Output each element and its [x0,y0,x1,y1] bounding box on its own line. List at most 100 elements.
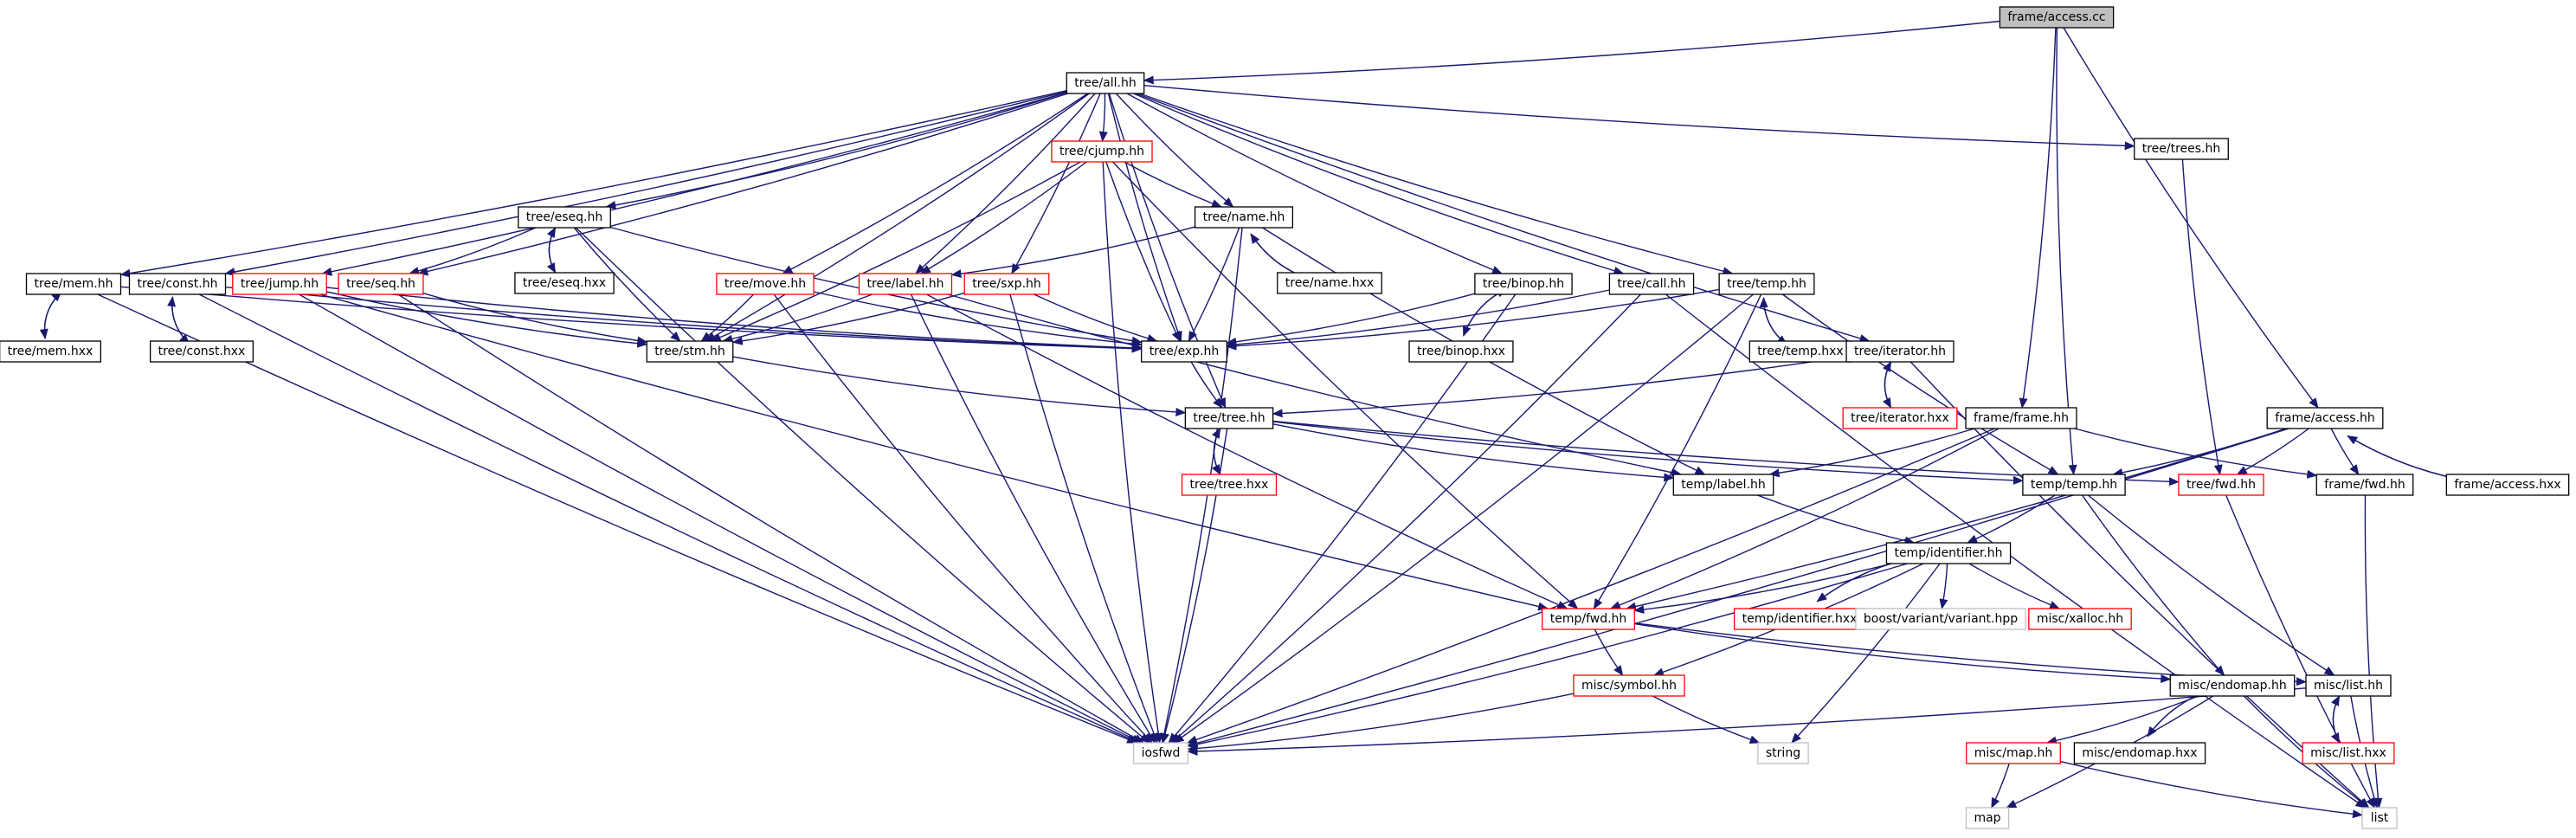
node-eseq-hxx[interactable]: tree/eseq.hxx [514,272,615,294]
node-label: misc/list.hxx [2310,746,2386,760]
edge-ttemp-hh-to-ttemp-hxx [1762,297,1788,345]
node-list-hh[interactable]: misc/list.hh [2305,674,2392,697]
edge-list-hh-to-iosfwd [1187,687,2307,756]
node-list[interactable]: list [2361,807,2398,829]
node-list-hxx[interactable]: misc/list.hxx [2302,742,2395,764]
edge-binop-hxx-to-binop-hh [1463,288,1508,337]
node-box [1999,6,2115,29]
node-label: tree/exp.hh [1150,345,1220,358]
node-variant-hpp[interactable]: boost/variant/variant.hpp [1855,608,2026,630]
node-seq-hh[interactable]: tree/seq.hh [338,273,424,295]
node-box [1194,206,1294,229]
edge-all-hh-to-mem-hh [119,90,1067,278]
node-identifier-hh[interactable]: temp/identifier.hh [1885,542,2012,564]
edge-binop-hh-to-binop-hxx [1462,288,1507,337]
edge-move-hh-to-stm-hh [700,293,755,342]
node-binop-hxx[interactable]: tree/binop.hxx [1408,340,1514,363]
node-label: frame/access.hh [2275,411,2375,425]
node-label: tree/cjump.hh [1059,145,1144,158]
node-box [1408,340,1514,363]
node-label: tree/label.hh [867,277,944,291]
node-label: tree/tree.hxx [1190,478,1269,492]
node-access-hh[interactable]: frame/access.hh [2266,407,2384,429]
node-label: frame/access.hxx [2454,478,2560,492]
node-label: tree/temp.hxx [1757,345,1843,358]
edge-call-hh-to-exp-hh [1226,289,1610,349]
node-name-hh[interactable]: tree/name.hh [1194,206,1294,229]
node-tempfwd-hh[interactable]: temp/fwd.hh [1542,608,1635,630]
node-box [2022,474,2126,496]
node-xalloc-hh[interactable]: misc/xalloc.hh [2028,608,2132,630]
node-mem-hh[interactable]: tree/mem.hh [25,273,122,295]
node-label-hh[interactable]: tree/label.hh [858,273,953,295]
node-const-hh[interactable]: tree/const.hh [128,273,227,295]
edge-access-hh-to-treefwd-hh [2236,428,2309,475]
node-box [518,206,611,229]
edge-access-hh-to-iosfwd [1187,428,2289,748]
edge-mem-hxx-to-mem-hh [43,291,62,339]
node-trees-hh[interactable]: tree/trees.hh [2134,138,2229,160]
edge-const-hxx-to-const-hh [167,296,190,345]
node-tree-hh[interactable]: tree/tree.hh [1184,407,1274,429]
node-map-hh[interactable]: misc/map.hh [1966,742,2061,764]
edge-frame-hh-to-iosfwd [1186,428,1995,745]
node-framefwd-hh[interactable]: frame/fwd.hh [2315,474,2414,496]
node-ttemp-hh[interactable]: tree/temp.hh [1718,273,1815,295]
node-access-cc[interactable]: frame/access.cc [1999,6,2115,29]
node-endomap-hh[interactable]: misc/endomap.hh [2169,674,2296,697]
edge-exp-hh-to-tree-hh [1190,361,1223,409]
node-label: tree/const.hh [138,277,218,291]
edge-frame-hh-to-tempfwd-hh [1609,428,2000,609]
edge-temp-hh-to-identifier-hh [1967,494,2056,544]
node-label: tree/eseq.hh [526,210,602,224]
node-box [1718,273,1815,295]
node-iosfwd[interactable]: iosfwd [1132,742,1189,764]
node-all-hh[interactable]: tree/all.hh [1066,72,1145,94]
node-endomap-hxx[interactable]: misc/endomap.hxx [2073,742,2206,764]
node-stm-hh[interactable]: tree/stm.hh [646,340,734,363]
edge-all-hh-to-eseq-hh [605,92,1067,210]
node-frame-hh[interactable]: frame/frame.hh [1965,407,2077,429]
node-symbol-hh[interactable]: misc/symbol.hh [1573,674,1685,697]
node-label: tree/all.hh [1074,76,1136,90]
node-label: temp/temp.hh [2031,478,2117,492]
node-access-hxx[interactable]: frame/access.hxx [2445,474,2570,496]
node-box [2178,474,2264,496]
node-mem-hxx[interactable]: tree/mem.hxx [0,340,101,363]
node-map[interactable]: map [1965,807,2010,829]
node-tree-hxx[interactable]: tree/tree.hxx [1181,474,1278,496]
node-cjump-hh[interactable]: tree/cjump.hh [1051,140,1153,163]
node-jump-hh[interactable]: tree/jump.hh [232,273,327,295]
node-box [514,272,615,294]
node-call-hh[interactable]: tree/call.hh [1608,273,1695,295]
node-move-hh[interactable]: tree/move.hh [716,273,815,295]
node-box [1842,407,1958,429]
node-temp-hh[interactable]: temp/temp.hh [2022,474,2126,496]
node-iterator-hh[interactable]: tree/iterator.hh [1845,340,1955,363]
node-label: misc/endomap.hh [2178,679,2286,693]
node-iterator-hxx[interactable]: tree/iterator.hxx [1842,407,1958,429]
node-box [1733,608,1866,630]
node-string[interactable]: string [1757,742,1809,764]
node-ttemp-hxx[interactable]: tree/temp.hxx [1748,340,1852,363]
edge-sxp-hh-to-stm-hh [731,292,965,345]
node-const-hxx[interactable]: tree/const.hxx [149,340,254,363]
node-eseq-hh[interactable]: tree/eseq.hh [518,206,611,229]
edge-eseq-hxx-to-eseq-hh [546,227,557,274]
edge-treefwd-hh-to-list [2225,494,2375,809]
node-label: tree/binop.hh [1483,277,1564,291]
node-label: temp/label.hh [1681,478,1765,492]
node-identifier-hxx[interactable]: temp/identifier.hxx [1733,608,1866,630]
edge-access-cc-to-all-hh [1143,20,2000,85]
node-sxp-hh[interactable]: tree/sxp.hh [963,273,1050,295]
edge-ttemp-hxx-to-ttemp-hh [1759,297,1787,345]
node-exp-hh[interactable]: tree/exp.hh [1141,340,1227,363]
node-box [2134,138,2229,160]
node-tlabel-hh[interactable]: temp/label.hh [1672,474,1774,496]
node-label: list [2371,811,2389,825]
node-treefwd-hh[interactable]: tree/fwd.hh [2178,474,2264,496]
node-binop-hh[interactable]: tree/binop.hh [1474,273,1573,295]
node-name-hxx[interactable]: tree/name.hxx [1277,272,1382,294]
edge-label-hh-to-iosfwd [910,293,1156,744]
